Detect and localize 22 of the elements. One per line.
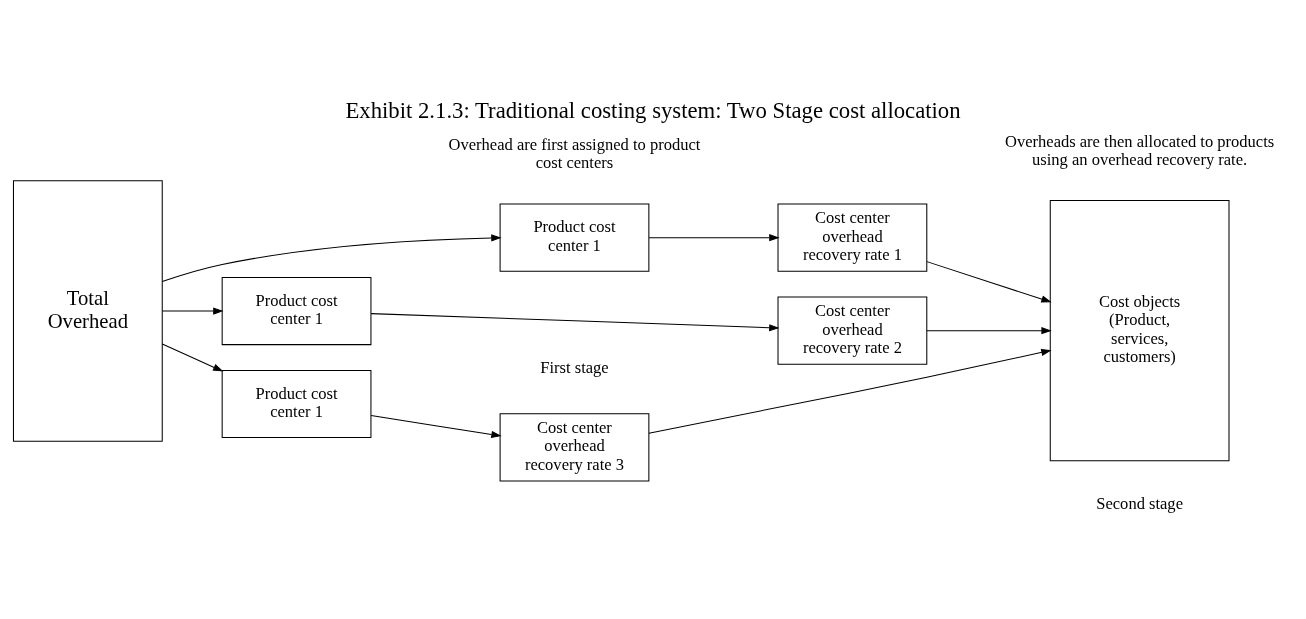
label: Overheads are then allocated to products using an overhead recovery rate. (1005, 131, 1275, 169)
arrow (648, 348, 1052, 434)
diagram-title: Exhibit 2.1.3: Traditional costing system: Two Stage cost allocation (345, 97, 961, 123)
arrow (370, 414, 502, 438)
node-box: Cost center overhead recovery rate 2 (777, 296, 928, 365)
node-box: Cost objects (Product, services, customers) (1049, 199, 1230, 461)
arrow (648, 233, 780, 241)
label: Overhead are first assigned to product cost centers (448, 134, 701, 172)
arrow (161, 343, 224, 372)
arrow (926, 260, 1052, 303)
label: Second stage (1096, 493, 1183, 513)
node-box: Product cost center 1 (499, 203, 650, 272)
node-box: Cost center overhead recovery rate 1 (777, 203, 928, 272)
arrow (370, 312, 780, 331)
node-box: Total Overhead (12, 179, 163, 442)
node-box: Product cost center 1 (221, 276, 372, 345)
node-box: Cost center overhead recovery rate 3 (499, 412, 650, 481)
arrow (926, 326, 1052, 334)
node-box: Product cost center 1 (221, 369, 372, 438)
label: First stage (540, 357, 609, 377)
arrow (161, 233, 502, 282)
arrow (161, 306, 224, 315)
